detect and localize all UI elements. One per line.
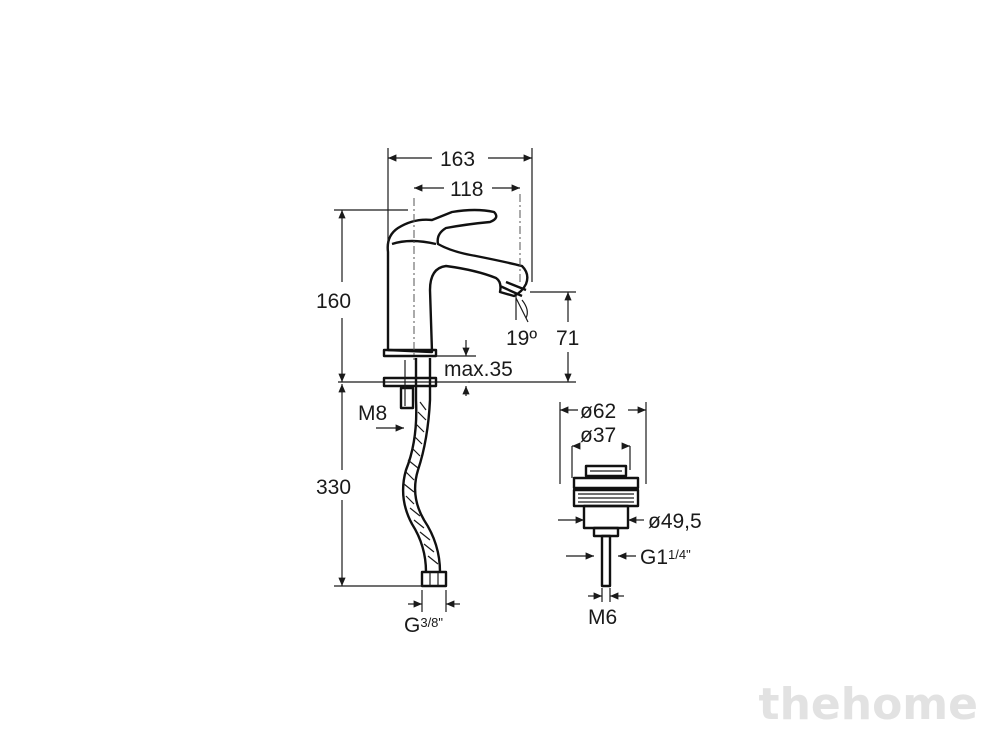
dim-spout-reach: 118	[450, 178, 483, 201]
dim-waste-outer: ø62	[580, 400, 616, 423]
dim-width-total: 163	[440, 148, 475, 171]
dim-waste-inner: ø37	[580, 424, 616, 447]
waste-valve-dimensions: ø62 ø37 ø49,5 G11/4" M6	[558, 400, 702, 629]
dim-waste-thread: G11/4"	[640, 546, 691, 569]
dim-waste-body: ø49,5	[648, 510, 702, 533]
dim-stud-thread: M8	[358, 402, 387, 425]
faucet-dimensions: 163 118 160 71 19º max.35 M8 330	[316, 148, 579, 637]
waste-valve-drawing	[572, 464, 640, 588]
dim-height-total: 160	[316, 290, 351, 313]
dim-spout-angle: 19º	[506, 327, 537, 350]
dim-hose-connection: G3/8"	[404, 614, 443, 637]
dim-spout-height: 71	[556, 327, 579, 350]
faucet-body	[386, 208, 529, 354]
dim-deck-max: max.35	[444, 358, 513, 381]
dim-waste-rod: M6	[588, 606, 617, 629]
dim-hose-length: 330	[316, 476, 351, 499]
faucet-drawing	[338, 194, 529, 588]
brand-watermark: thehome	[758, 679, 978, 730]
